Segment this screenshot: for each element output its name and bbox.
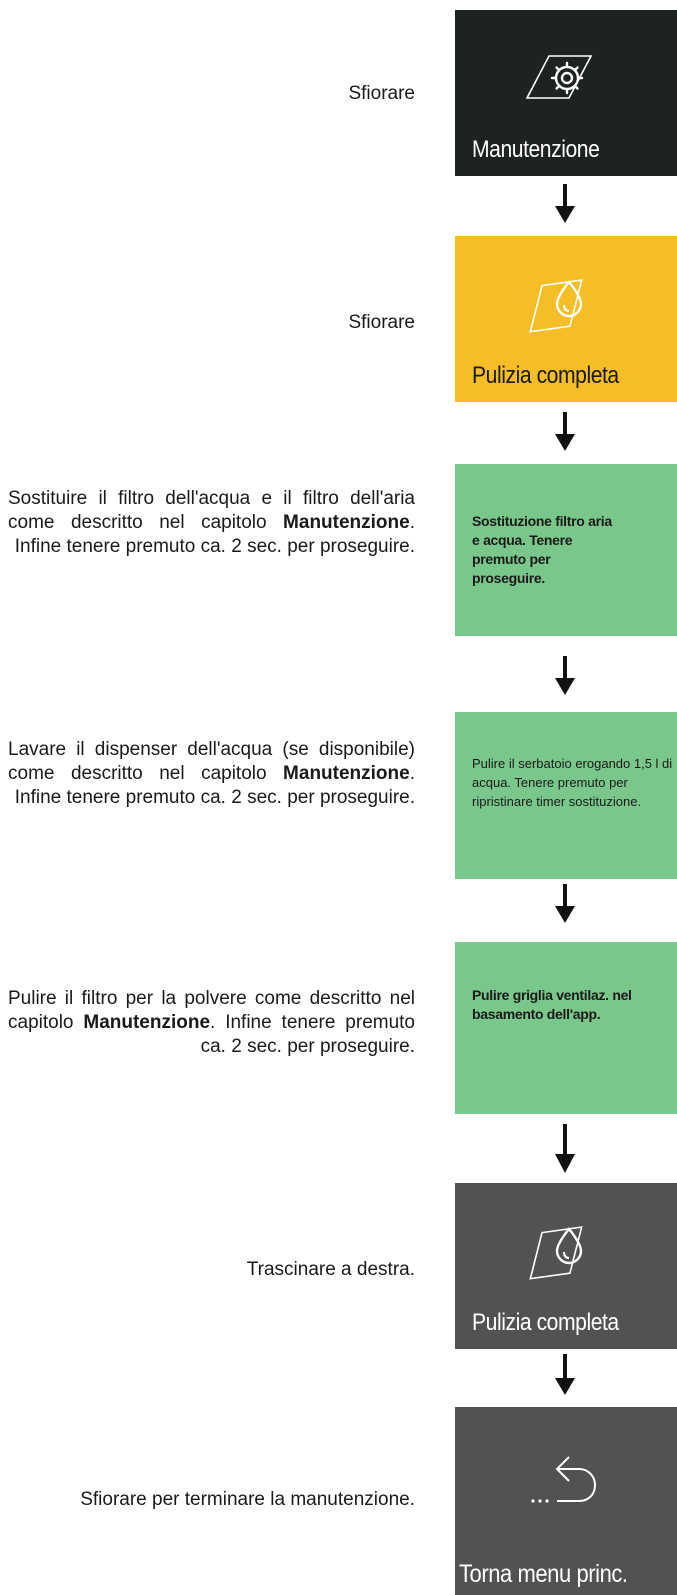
maintenance-gear-icon	[525, 48, 605, 123]
maintenance-tile[interactable]: Manutenzione	[455, 10, 677, 176]
step-2-instruction: Sfiorare	[348, 312, 415, 333]
chapter-maintenance-link: Manutenzione	[83, 1012, 211, 1033]
full-cleaning-swipe-tile[interactable]: Pulizia completa	[455, 1183, 677, 1349]
step-5-instruction: Pulire il filtro per la polvere come des…	[8, 988, 415, 1057]
clean-grille-tile[interactable]: Pulire griglia ventilaz. nel basamento d…	[455, 942, 677, 1114]
step-6-instruction: Trascinare a destra.	[246, 1259, 415, 1280]
back-to-main-menu-label: Torna menu princ.	[459, 1560, 628, 1588]
step-4-instruction: Lavare il dispenser dell'acqua (se dispo…	[8, 739, 415, 808]
down-arrow-icon	[555, 1354, 575, 1395]
step-7-instruction: Sfiorare per terminare la manutenzione.	[80, 1489, 415, 1510]
clean-grille-message: Pulire griglia ventilaz. nel basamento d…	[472, 987, 632, 1022]
down-arrow-icon	[555, 1124, 575, 1173]
step-3-instruction: Sostituire il filtro dell'acqua e il fil…	[8, 488, 415, 557]
replace-filter-tile[interactable]: Sostituzione filtro aria e acqua. Tenere…	[455, 464, 677, 636]
maintenance-label: Manutenzione	[472, 136, 600, 163]
return-arrow-icon	[523, 1449, 603, 1516]
full-cleaning-tile[interactable]: Pulizia completa	[455, 236, 677, 402]
chapter-maintenance-link: Manutenzione	[283, 512, 410, 533]
chapter-maintenance-link: Manutenzione	[283, 763, 410, 784]
down-arrow-icon	[555, 184, 575, 223]
down-arrow-icon	[555, 412, 575, 451]
water-drop-cleaning-icon	[525, 276, 605, 351]
down-arrow-icon	[555, 656, 575, 695]
back-to-main-menu-tile[interactable]: Torna menu princ.	[455, 1407, 677, 1595]
full-cleaning-label: Pulizia completa	[472, 362, 619, 389]
clean-tank-tile[interactable]: Pulire il serbatoio erogando 1,5 l di ac…	[455, 712, 677, 879]
down-arrow-icon	[555, 884, 575, 923]
water-drop-cleaning-icon	[525, 1223, 605, 1298]
full-cleaning-swipe-label: Pulizia completa	[472, 1309, 619, 1336]
step-1-instruction: Sfiorare	[348, 83, 415, 104]
clean-tank-message: Pulire il serbatoio erogando 1,5 l di ac…	[472, 756, 673, 809]
replace-filter-message: Sostituzione filtro aria e acqua. Tenere…	[472, 513, 612, 586]
